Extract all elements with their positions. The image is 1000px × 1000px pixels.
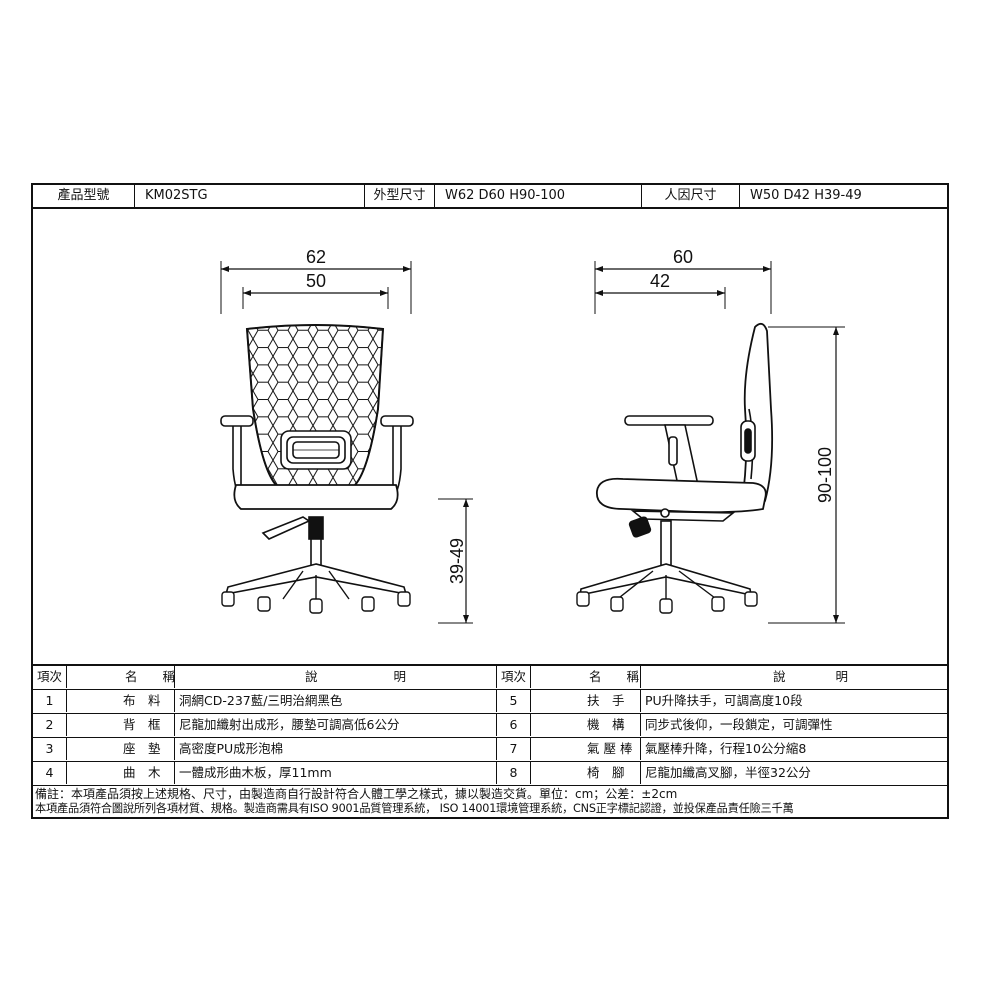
chair-drawing: 62 50 39-49 60 42 90-100 bbox=[33, 209, 947, 664]
seat-height-label: 39-49 bbox=[447, 538, 467, 584]
item-number: 6 bbox=[497, 714, 531, 736]
col-name-left: 名 稱 bbox=[67, 666, 175, 688]
item-name: 扶 手 bbox=[531, 690, 641, 712]
front-inner-width-label: 50 bbox=[306, 271, 326, 291]
header-row: 產品型號 KM02STG 外型尺寸 W62 D60 H90-100 人因尺寸 W… bbox=[33, 185, 947, 209]
table-header-row: 項次 名 稱 說 明 項次 名 稱 說 明 bbox=[33, 666, 947, 690]
col-item-left: 項次 bbox=[33, 666, 67, 688]
total-height-label: 90-100 bbox=[815, 447, 835, 503]
item-desc: 高密度PU成形泡棉 bbox=[175, 738, 497, 760]
model-value: KM02STG bbox=[135, 185, 365, 207]
item-number: 8 bbox=[497, 762, 531, 784]
ergo-value: W50 D42 H39-49 bbox=[750, 188, 862, 203]
col-desc-right: 說 明 bbox=[773, 669, 849, 684]
table-row: 4 曲 木 一體成形曲木板，厚11mm 8 椅 腳 尼龍加纖高叉腳，半徑32公分 bbox=[33, 762, 947, 786]
item-name: 椅 腳 bbox=[531, 762, 641, 784]
note-line-2: 本項產品須符合圖說所列各項材質、規格。製造商需具有ISO 9001品質管理系統，… bbox=[35, 802, 794, 815]
item-number: 4 bbox=[33, 762, 67, 784]
col-desc-left: 說 明 bbox=[175, 666, 497, 688]
front-outer-width-label: 62 bbox=[306, 247, 326, 267]
spec-table: 項次 名 稱 說 明 項次 名 稱 說 明 1 布 料 洞網CD-237藍/三明… bbox=[33, 664, 947, 786]
col-item-right: 項次 bbox=[497, 666, 531, 688]
front-view bbox=[220, 261, 473, 624]
col-name-right: 名 稱 bbox=[531, 666, 641, 688]
chair-drawing-svg: 62 50 39-49 60 42 90-100 bbox=[220, 247, 845, 624]
item-desc: 尼龍加纖射出成形，腰墊可調高低6公分 bbox=[175, 714, 497, 736]
side-seat-depth-label: 42 bbox=[650, 271, 670, 291]
item-name: 氣 壓 棒 bbox=[531, 738, 641, 760]
table-row: 2 背 框 尼龍加纖射出成形，腰墊可調高低6公分 6 機 構 同步式後仰，一段鎖… bbox=[33, 714, 947, 738]
side-view bbox=[576, 261, 845, 624]
item-number: 1 bbox=[33, 690, 67, 712]
item-number: 7 bbox=[497, 738, 531, 760]
item-desc: 氣壓棒升降，行程10公分縮8 bbox=[645, 741, 807, 756]
item-desc: 一體成形曲木板，厚11mm bbox=[175, 762, 497, 784]
item-number: 2 bbox=[33, 714, 67, 736]
item-name: 背 框 bbox=[67, 714, 175, 736]
ergo-label: 人因尺寸 bbox=[642, 185, 740, 207]
table-row: 1 布 料 洞網CD-237藍/三明治網黑色 5 扶 手 PU升降扶手，可調高度… bbox=[33, 690, 947, 714]
spec-sheet: 產品型號 KM02STG 外型尺寸 W62 D60 H90-100 人因尺寸 W… bbox=[31, 183, 949, 819]
item-name: 布 料 bbox=[67, 690, 175, 712]
note-line-1: 備註：本項產品須按上述規格、尺寸，由製造商自行設計符合人體工學之樣式，據以製造交… bbox=[35, 787, 678, 801]
model-label: 產品型號 bbox=[33, 185, 135, 207]
item-number: 5 bbox=[497, 690, 531, 712]
size-label: 外型尺寸 bbox=[365, 185, 435, 207]
table-row: 3 座 墊 高密度PU成形泡棉 7 氣 壓 棒 氣壓棒升降，行程10公分縮8 bbox=[33, 738, 947, 762]
item-name: 機 構 bbox=[531, 714, 641, 736]
item-name: 座 墊 bbox=[67, 738, 175, 760]
item-desc: 洞網CD-237藍/三明治網黑色 bbox=[175, 690, 497, 712]
side-depth-label: 60 bbox=[673, 247, 693, 267]
item-desc: 尼龍加纖高叉腳，半徑32公分 bbox=[645, 765, 811, 780]
item-number: 3 bbox=[33, 738, 67, 760]
size-value: W62 D60 H90-100 bbox=[435, 185, 642, 207]
item-desc: 同步式後仰，一段鎖定，可調彈性 bbox=[645, 717, 833, 732]
item-name: 曲 木 bbox=[67, 762, 175, 784]
notes: 備註：本項產品須按上述規格、尺寸，由製造商自行設計符合人體工學之樣式，據以製造交… bbox=[33, 784, 947, 817]
item-desc: PU升降扶手，可調高度10段 bbox=[645, 693, 803, 708]
